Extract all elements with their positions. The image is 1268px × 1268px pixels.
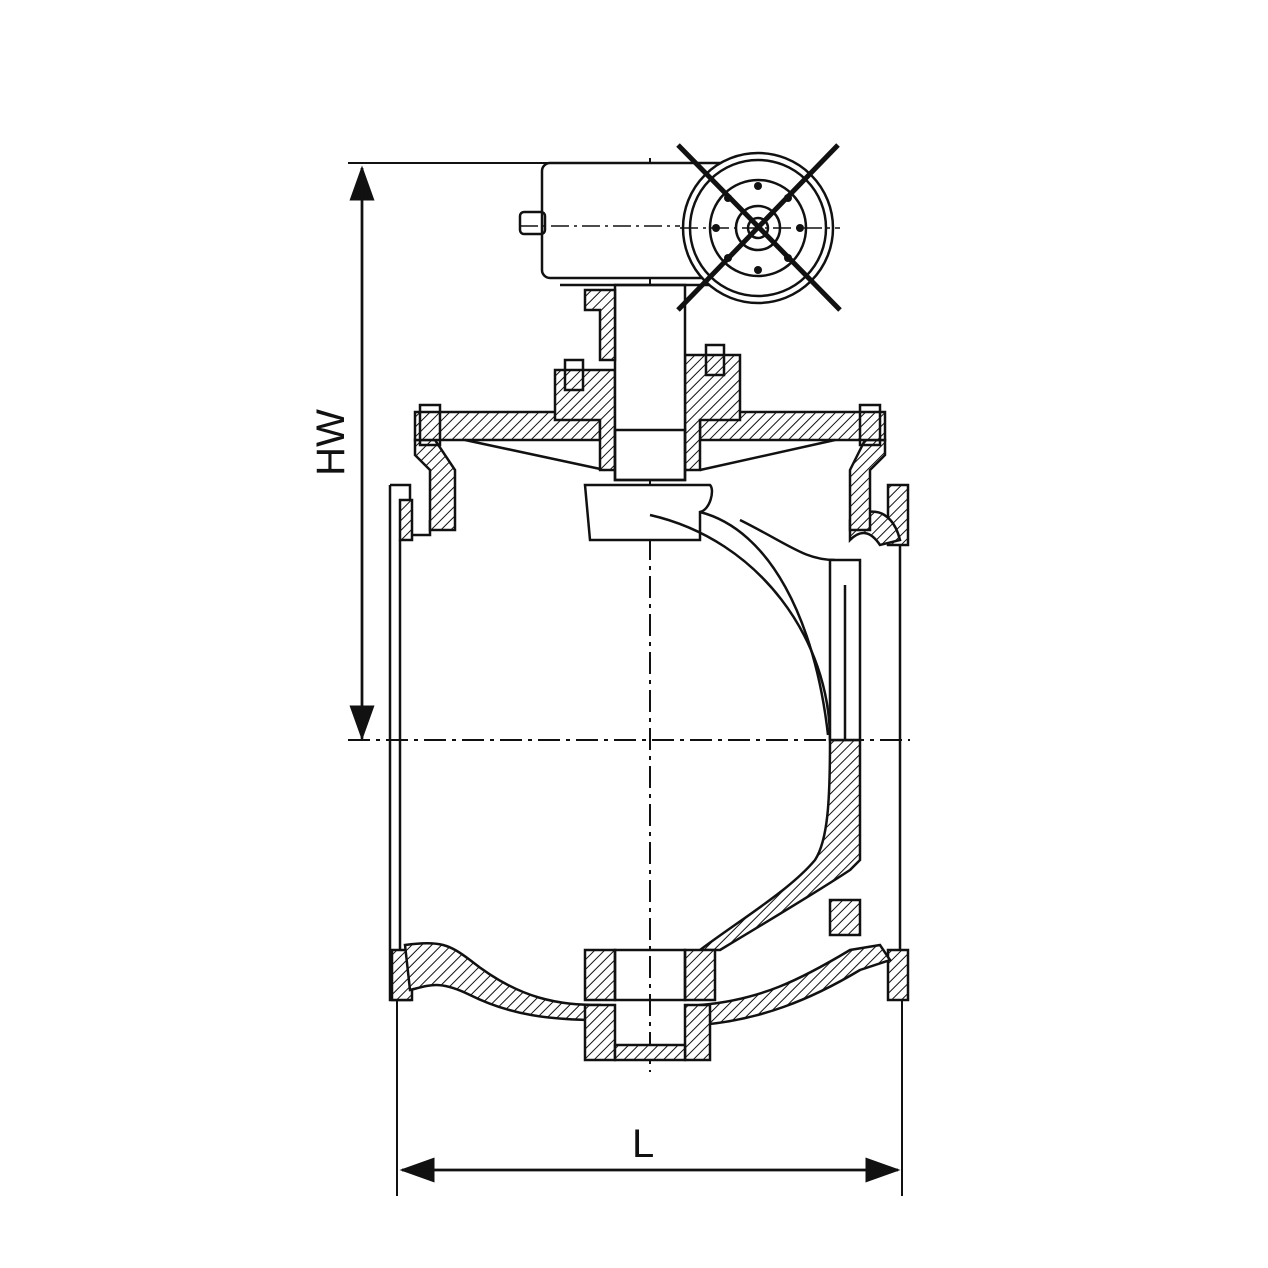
valve-body [388,438,910,1027]
l-dimension [396,1000,903,1196]
bonnet [413,343,887,472]
hw-dimension-label: HW [308,409,353,476]
trunnion [583,948,717,1062]
ball [583,483,862,952]
l-dimension-label: L [632,1122,655,1166]
handwheel-icon[interactable] [676,143,842,312]
hw-dimension [348,162,560,741]
stem [583,283,687,482]
